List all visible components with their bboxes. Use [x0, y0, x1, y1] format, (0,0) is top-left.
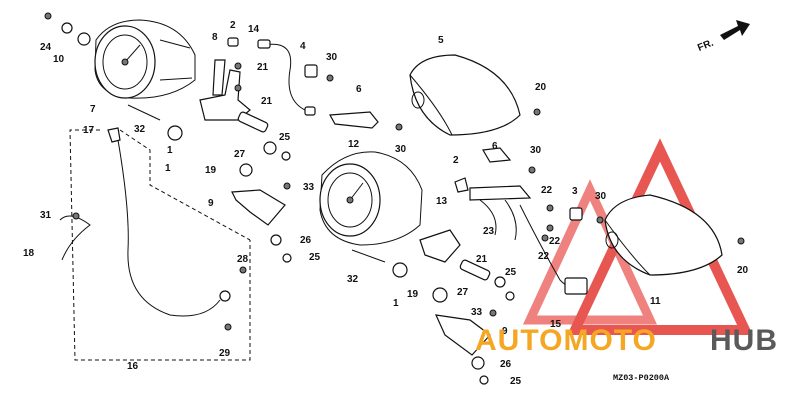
- bracket-left: [199, 37, 334, 121]
- callout-6: 6: [356, 84, 362, 95]
- screw-24: [44, 12, 52, 20]
- callout-22: 22: [538, 251, 550, 262]
- visor-lower: [604, 194, 723, 276]
- callout-6: 6: [492, 141, 498, 152]
- drawing-code: MZ03-P0200A: [613, 373, 670, 383]
- callout-22: 22: [549, 236, 561, 247]
- direction-marker: FR.: [696, 38, 715, 54]
- callout-23: 23: [483, 226, 495, 237]
- callout-22: 22: [541, 185, 553, 196]
- callout-1: 1: [165, 163, 171, 174]
- callout-8: 8: [212, 32, 218, 43]
- callout-32: 32: [347, 274, 359, 285]
- callout-17: 17: [83, 125, 95, 136]
- callout-11: 11: [650, 296, 661, 307]
- bracket-13: [419, 229, 461, 263]
- callout-21: 21: [476, 254, 488, 265]
- callout-25: 25: [309, 252, 321, 263]
- callout-25: 25: [505, 267, 517, 278]
- callout-31: 31: [40, 210, 52, 221]
- front-direction-arrow: [720, 20, 750, 40]
- callout-19: 19: [205, 165, 217, 176]
- callout-30: 30: [326, 52, 338, 63]
- callout-13: 13: [436, 196, 448, 207]
- callout-27: 27: [457, 287, 469, 298]
- bracket-6-upper: [329, 111, 379, 129]
- callout-19: 19: [407, 289, 419, 300]
- callout-1: 1: [393, 298, 399, 309]
- callout-14: 14: [248, 24, 260, 35]
- callout-24: 24: [40, 42, 52, 53]
- callout-33: 33: [303, 182, 315, 193]
- speedometer-cable: [69, 127, 251, 361]
- callout-27: 27: [234, 149, 246, 160]
- watermark-text-gray: HUB: [710, 324, 778, 357]
- callout-10: 10: [53, 54, 65, 65]
- callout-2: 2: [453, 155, 459, 166]
- callout-15: 15: [550, 319, 562, 330]
- callout-7: 7: [90, 104, 96, 115]
- callout-26: 26: [500, 359, 512, 370]
- callout-32: 32: [134, 124, 146, 135]
- speedometer-assembly: [44, 12, 196, 99]
- callout-30: 30: [395, 144, 407, 155]
- visor-upper: [409, 54, 521, 136]
- callout-25: 25: [279, 132, 291, 143]
- clamp-18: [59, 215, 91, 261]
- callout-3: 3: [572, 186, 578, 197]
- tachometer-assembly: [319, 151, 423, 246]
- callout-30: 30: [530, 145, 542, 156]
- callout-20: 20: [535, 82, 547, 93]
- callout-1: 1: [167, 145, 173, 156]
- callout-33: 33: [471, 307, 483, 318]
- callout-21: 21: [261, 96, 273, 107]
- callout-4: 4: [300, 41, 306, 52]
- watermark-text-orange: AUTOMOTO: [475, 324, 657, 357]
- callout-29: 29: [219, 348, 231, 359]
- callout-18: 18: [23, 248, 35, 259]
- callout-26: 26: [300, 235, 312, 246]
- callout-16: 16: [127, 361, 139, 372]
- callout-5: 5: [438, 35, 444, 46]
- callout-20: 20: [737, 265, 749, 276]
- callout-30: 30: [595, 191, 607, 202]
- bulb-socket-10: [61, 22, 73, 34]
- callout-25: 25: [510, 376, 522, 387]
- connector-15: [564, 277, 588, 295]
- callout-21: 21: [257, 62, 269, 73]
- callout-12: 12: [348, 139, 360, 150]
- callout-9: 9: [208, 198, 214, 209]
- callout-28: 28: [237, 254, 249, 265]
- callout-9: 9: [502, 326, 508, 337]
- callout-2: 2: [230, 20, 236, 31]
